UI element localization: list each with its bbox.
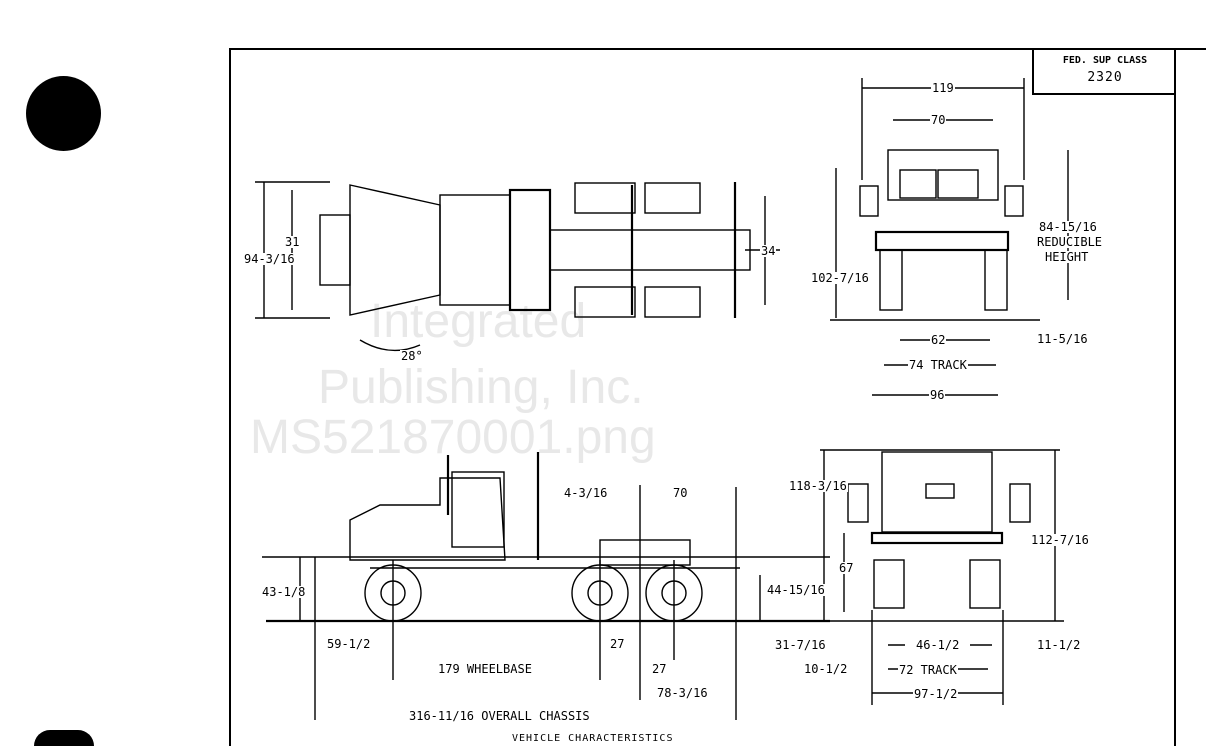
dim-rear-46-1-2: 46-1/2 [915,638,961,652]
dim-top-angle: 28° [400,349,424,363]
class-value: 2320 [1087,70,1123,85]
punch-hole-top [26,76,101,151]
dim-front-62: 62 [930,333,947,347]
front-view-drawing [830,78,1069,396]
dim-side-wheelbase: 179 WHEELBASE [437,662,533,676]
dim-rear-track: 72 TRACK [898,663,958,677]
federal-supply-class-box: FED. SUP CLASS 2320 [1032,50,1176,95]
dim-rear-118-3-16: 118-3/16 [788,479,848,493]
dim-rear-97-1-2: 97-1/2 [913,687,959,701]
dim-front-clearance: 11-5/16 [1036,332,1089,346]
watermark: MS521870001.png [250,411,656,464]
dim-front-70: 70 [930,113,947,127]
dim-side-frame-height: 43-1/8 [261,585,307,599]
dim-side-overall-chassis: 316-11/16 OVERALL CHASSIS [408,709,591,723]
punch-hole-bottom [34,730,94,746]
side-view-drawing [262,452,830,720]
top-view-drawing [255,181,780,352]
watermark: Publishing, Inc. [318,361,644,414]
dim-top-overall-width: 94-3/16 [243,252,296,266]
frame-right-rule [1174,48,1176,746]
class-title: FED. SUP CLASS [1062,55,1148,66]
dim-front-reducible-label: REDUCIBLE [1036,235,1104,249]
dim-top-34: 34 [760,244,777,258]
dim-side-fifth-wheel-height: 44-15/16 [766,583,826,597]
dim-front-119: 119 [931,81,955,95]
dim-rear-112-7-16: 112-7/16 [1030,533,1090,547]
dim-side-70: 70 [672,486,689,500]
dim-front-96: 96 [929,388,946,402]
dim-side-front-overhang: 59-1/2 [326,637,372,651]
dim-front-height: 102-7/16 [810,271,870,285]
dim-side-27b: 27 [651,662,668,676]
figure-caption: VEHICLE CHARACTERISTICS [512,733,674,744]
dim-rear-11-1-2: 11-1/2 [1036,638,1082,652]
dim-front-height-label: HEIGHT [1044,250,1090,264]
dim-rear-67: 67 [838,561,855,575]
dim-rear-10-1-2: 10-1/2 [803,662,849,676]
dim-front-reducible: 84-15/16 [1038,220,1098,234]
dim-top-31: 31 [284,235,301,249]
dim-side-4-3-16: 4-3/16 [563,486,609,500]
dim-front-track: 74 TRACK [908,358,968,372]
dim-side-78-3-16: 78-3/16 [656,686,709,700]
dim-side-31-7-16: 31-7/16 [774,638,827,652]
drawing-frame [229,48,1206,746]
dim-side-27a: 27 [609,637,626,651]
